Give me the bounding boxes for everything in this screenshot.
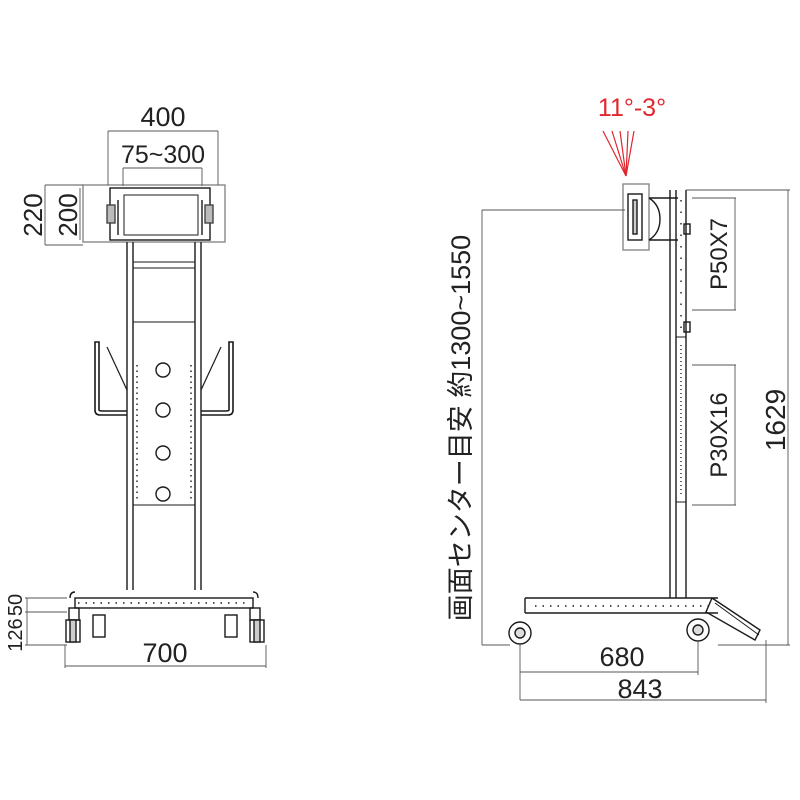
front-dimensions: [25, 130, 267, 668]
lower-pitch-label: P30X16: [706, 392, 733, 477]
column: [126, 242, 202, 590]
side-wheels: [508, 618, 710, 645]
base-frame: [74, 597, 254, 609]
side-column: [669, 190, 691, 598]
dim-base-width: 700: [142, 638, 187, 668]
total-height-label: 1629: [760, 389, 791, 451]
front-casters: [65, 591, 265, 643]
side-view: [508, 183, 761, 645]
side-dimensions: [481, 189, 790, 703]
tilt-head: [622, 183, 678, 251]
tilt-angle-label: 11°-3°: [598, 94, 666, 122]
side-handles: [94, 341, 234, 416]
side-base: [524, 596, 761, 641]
dim-base-height-lower: 126: [5, 618, 27, 651]
dim-base-height-upper: 50: [5, 594, 27, 616]
tilt-indicator: [602, 130, 635, 177]
vesa-bracket: [82, 184, 226, 243]
wheelbase-label: 680: [599, 642, 644, 672]
front-dimension-labels: 400 75~300 220 200 50 126 700: [5, 102, 205, 668]
overall-depth-label: 843: [617, 674, 662, 704]
front-view: [65, 184, 265, 643]
dim-mount-width-overall: 400: [140, 102, 185, 132]
dim-mount-height-inner: 200: [53, 193, 83, 236]
dim-mount-height-overall: 220: [18, 193, 48, 236]
dim-mount-width-range: 75~300: [121, 141, 205, 169]
side-dimension-labels: 画面センター目安 約1300~1550 P50X7 P30X16 1629 68…: [446, 218, 791, 704]
center-height-label: 画面センター目安 約1300~1550: [446, 235, 476, 621]
upper-pitch-label: P50X7: [706, 218, 733, 290]
